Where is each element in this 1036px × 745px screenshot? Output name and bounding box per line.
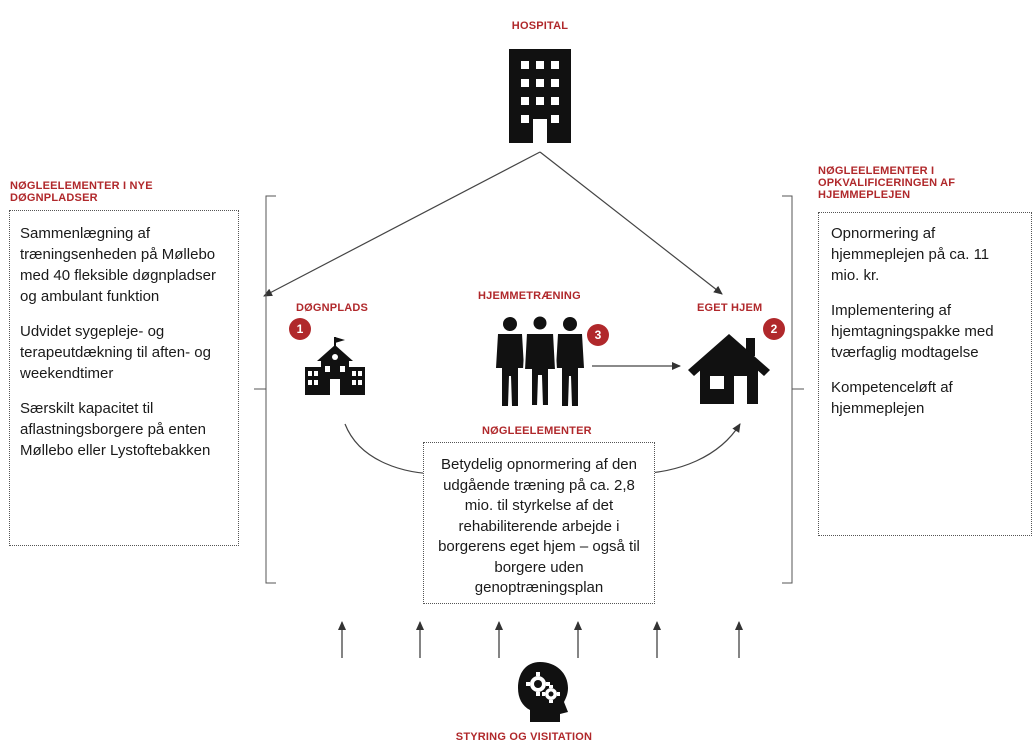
right-panel-item: Kompetenceløft af hjemmeplejen <box>831 379 953 417</box>
school-icon <box>305 337 365 395</box>
hospital-to-eget-hjem-arrow <box>539 151 723 295</box>
left-panel-item: Udvidet sygepleje- og terapeutdækning ti… <box>20 323 211 382</box>
right-bracket <box>782 195 793 584</box>
center-panel-box: Betydelig opnormering af den udgående tr… <box>423 442 655 604</box>
left-bracket <box>265 195 276 584</box>
right-panel-item: Opnormering af hjemmeplejen på ca. 11 mi… <box>831 225 990 284</box>
left-panel-box: Sammenlægning af træningsenheden på Møll… <box>9 210 239 546</box>
house-icon <box>688 334 770 404</box>
center-panel-text: Betydelig opnormering af den udgående tr… <box>438 456 640 596</box>
head-gears-icon <box>518 662 568 722</box>
right-panel-item: Implementering af hjemtagningspakke med … <box>831 302 994 361</box>
building-icon <box>509 49 571 143</box>
dognplads-badge: 1 <box>289 318 311 340</box>
footer-label: STYRING OG VISITATION <box>455 731 593 743</box>
left-panel-item: Sammenlægning af træningsenheden på Møll… <box>20 225 216 305</box>
eget-hjem-label: EGET HJEM <box>697 302 763 314</box>
hjemmetraening-label: HJEMMETRÆNING <box>478 290 581 302</box>
hospital-label: HOSPITAL <box>511 20 569 32</box>
people-group-icon <box>496 316 584 407</box>
right-panel-title: NØGLEELEMENTER I OPKVALIFICERINGEN AF HJ… <box>818 165 956 201</box>
center-panel-title: NØGLEELEMENTER <box>482 425 592 437</box>
right-panel-box: Opnormering af hjemmeplejen på ca. 11 mi… <box>818 212 1032 536</box>
hospital-to-dognplads-arrow <box>263 151 541 297</box>
left-panel-title: NØGLEELEMENTER I NYE DØGNPLADSER <box>10 180 153 204</box>
dognplads-label: DØGNPLADS <box>296 302 369 314</box>
left-panel-item: Særskilt kapacitet til aflastningsborger… <box>20 400 211 459</box>
eget-hjem-badge: 2 <box>763 318 785 340</box>
hjemmetraening-badge: 3 <box>587 324 609 346</box>
